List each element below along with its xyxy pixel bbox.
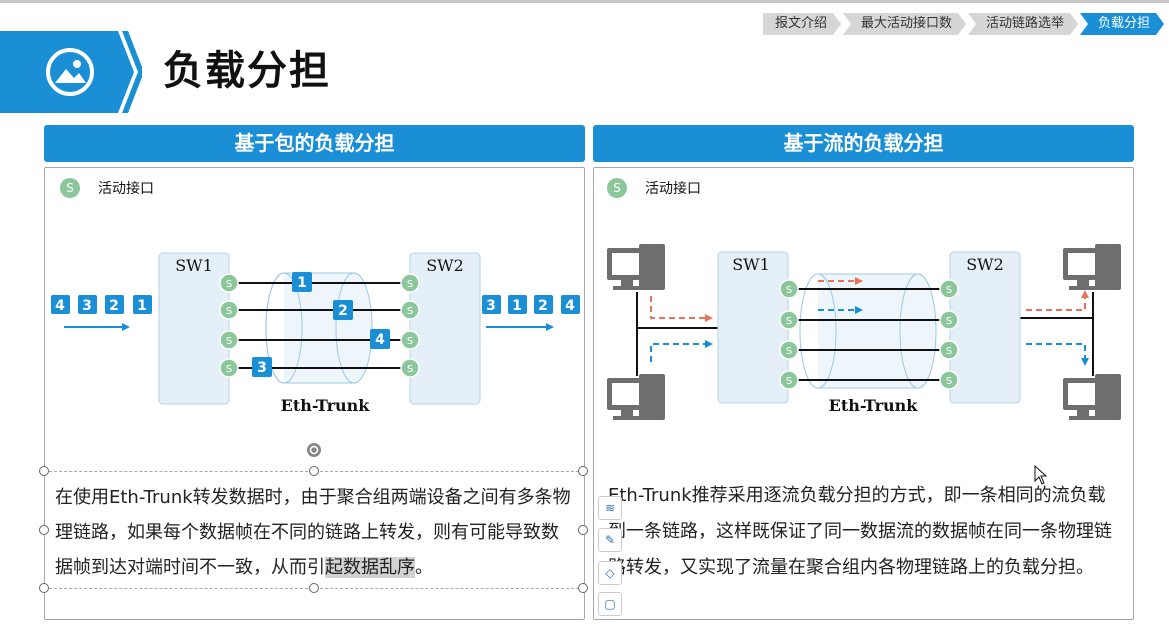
port-label: S — [946, 376, 952, 387]
right-description: Eth-Trunk推荐采用逐流负载分担的方式，即一条相同的流负载到一条链路，这样… — [608, 485, 1112, 578]
top-border — [0, 0, 1169, 3]
computer-icon — [1063, 244, 1121, 290]
link-packet: 3 — [257, 360, 267, 376]
in-packet: 2 — [109, 298, 119, 314]
right-panel — [593, 167, 1134, 620]
legend-label: 活动接口 — [98, 181, 154, 197]
page-title: 负载分担 — [163, 48, 331, 94]
resize-handle[interactable] — [578, 525, 588, 535]
legend-port-icon: S — [60, 178, 80, 198]
shape-outline-icon[interactable]: ▢ — [598, 592, 622, 616]
port-label: S — [407, 306, 413, 317]
out-packet: 4 — [565, 298, 575, 314]
out-packet: 2 — [538, 298, 548, 314]
rotate-handle-icon[interactable] — [305, 441, 323, 459]
flow-load-diagram: SW1 SW2 S S S S S S S S Eth-Trunk — [607, 244, 1121, 420]
sw2-label: SW2 — [966, 255, 1004, 274]
legend-label: 活动接口 — [645, 181, 701, 197]
in-packet: 4 — [55, 298, 65, 314]
desc-highlight: 起数据乱序 — [325, 557, 415, 578]
port-label: S — [407, 336, 413, 347]
resize-handle[interactable] — [309, 466, 319, 476]
port-label: S — [407, 279, 413, 290]
layers-icon[interactable]: ≋ — [598, 496, 622, 520]
port-label: S — [407, 364, 413, 375]
resize-handle[interactable] — [39, 466, 49, 476]
port-label: S — [786, 376, 792, 387]
in-packet: 3 — [82, 298, 92, 314]
port-label: S — [786, 316, 792, 327]
port-label: S — [226, 336, 232, 347]
computer-icon — [607, 244, 665, 290]
packet-load-diagram: SW1 SW2 S S S S S S S S 1 2 4 3 — [51, 252, 580, 415]
trunk-label: Eth-Trunk — [281, 396, 371, 415]
breadcrumb: 报文介绍 最大活动接口数 活动链路选举 负载分担 — [761, 13, 1164, 35]
port-label: S — [226, 279, 232, 290]
resize-handle[interactable] — [578, 583, 588, 593]
resize-handle[interactable] — [309, 583, 319, 593]
resize-handle[interactable] — [39, 583, 49, 593]
legend-port-icon: S — [607, 178, 627, 198]
computer-icon — [1063, 374, 1121, 420]
port-label: S — [226, 364, 232, 375]
in-packet: 1 — [137, 298, 147, 314]
resize-handle[interactable] — [39, 525, 49, 535]
right-panel-header: 基于流的负载分担 — [593, 125, 1134, 162]
resize-handle[interactable] — [578, 466, 588, 476]
link-packet: 1 — [297, 275, 307, 291]
port-label: S — [786, 346, 792, 357]
computer-icon — [607, 374, 665, 420]
sw1-label: SW1 — [732, 255, 770, 274]
port-label: S — [226, 306, 232, 317]
left-panel-header: 基于包的负载分担 — [44, 125, 585, 162]
link-packet: 2 — [338, 303, 348, 319]
sw2-label: SW2 — [426, 256, 464, 275]
port-label: S — [786, 285, 792, 296]
port-label: S — [946, 316, 952, 327]
port-label: S — [946, 285, 952, 296]
left-legend: S 活动接口 — [60, 178, 154, 198]
sw1-label: SW1 — [175, 256, 213, 275]
out-packet: 3 — [486, 298, 496, 314]
out-packet: 1 — [512, 298, 522, 314]
trunk-label: Eth-Trunk — [829, 396, 919, 415]
left-description[interactable]: 在使用Eth-Trunk转发数据时，由于聚合组两端设备之间有多条物理链路，如果每… — [55, 480, 575, 585]
desc-end: 。 — [415, 557, 433, 578]
breadcrumb-item-intro[interactable]: 报文介绍 — [763, 13, 841, 35]
port-label: S — [946, 346, 952, 357]
right-legend: S 活动接口 — [607, 178, 701, 198]
image-icon — [46, 48, 94, 96]
section-banner — [0, 31, 142, 113]
desc-text: 在使用Eth-Trunk转发数据时，由于聚合组两端设备之间有多条物理链路，如果每… — [55, 487, 571, 578]
breadcrumb-item-load-balance[interactable]: 负载分担 — [1080, 13, 1164, 35]
left-panel — [44, 167, 585, 620]
pen-icon[interactable]: ✎ — [598, 528, 622, 552]
breadcrumb-item-max-active[interactable]: 最大活动接口数 — [843, 13, 966, 35]
mouse-cursor-icon — [1034, 465, 1048, 485]
shape-fill-icon[interactable]: ◇ — [598, 561, 622, 585]
breadcrumb-item-election[interactable]: 活动链路选举 — [968, 13, 1078, 35]
link-packet: 4 — [375, 332, 385, 348]
